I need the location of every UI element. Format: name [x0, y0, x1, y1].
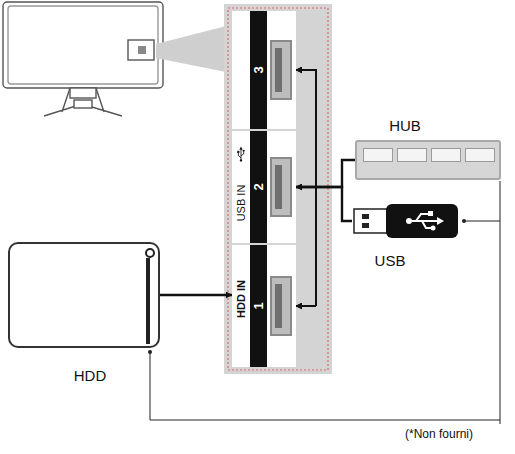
tv-back [3, 2, 163, 116]
usb-stick: USB [352, 201, 466, 273]
connection-arrow [160, 294, 232, 296]
hdd-stripe [146, 258, 150, 344]
device-label: HUB [355, 118, 455, 135]
hard-disk: HDD [8, 240, 164, 392]
device-label: USB [352, 253, 428, 270]
leader-dot [462, 219, 466, 223]
leader-lines [150, 181, 500, 424]
dashed-arrow [296, 70, 352, 221]
port-label: HDD IN [235, 280, 247, 318]
hdd-led [145, 248, 155, 258]
device-label: HDD [58, 368, 122, 385]
dashed-arrow [296, 70, 355, 187]
hdd-body [8, 242, 160, 348]
dashed-arrow [296, 160, 355, 306]
port-label: USB IN [235, 184, 247, 221]
usb-icon [233, 141, 249, 167]
note-label: (*Non fourni) [404, 428, 474, 441]
port-number: 2 [251, 183, 265, 190]
connection-arrow [296, 187, 352, 221]
hub-body [355, 140, 501, 180]
panel-dotted-border [228, 8, 328, 370]
usb-socket [270, 276, 292, 336]
port-number: 1 [251, 302, 265, 309]
zoom-pointer [156, 26, 226, 72]
usb-socket [270, 157, 292, 217]
socket-tongue [275, 165, 282, 209]
usb-hub: HUB [355, 116, 501, 180]
hub-slot [465, 148, 495, 162]
usb-stick-body [352, 201, 460, 241]
usb-port-2: USB IN 2 [232, 131, 296, 243]
dashed-arrow [296, 187, 352, 306]
socket-tongue [275, 284, 282, 328]
connection-arrow [296, 160, 355, 187]
port-number: 3 [251, 66, 265, 73]
hub-slot [397, 148, 427, 162]
usb-symbol [228, 146, 254, 162]
socket-tongue [275, 48, 282, 92]
hub-slot [363, 148, 393, 162]
usb-port-3: 3 [232, 11, 296, 129]
leader-dot [148, 350, 152, 354]
usb-socket [270, 40, 292, 100]
hub-slot [431, 148, 461, 162]
hdd-usb-port-1: HDD IN 1 [232, 245, 296, 367]
